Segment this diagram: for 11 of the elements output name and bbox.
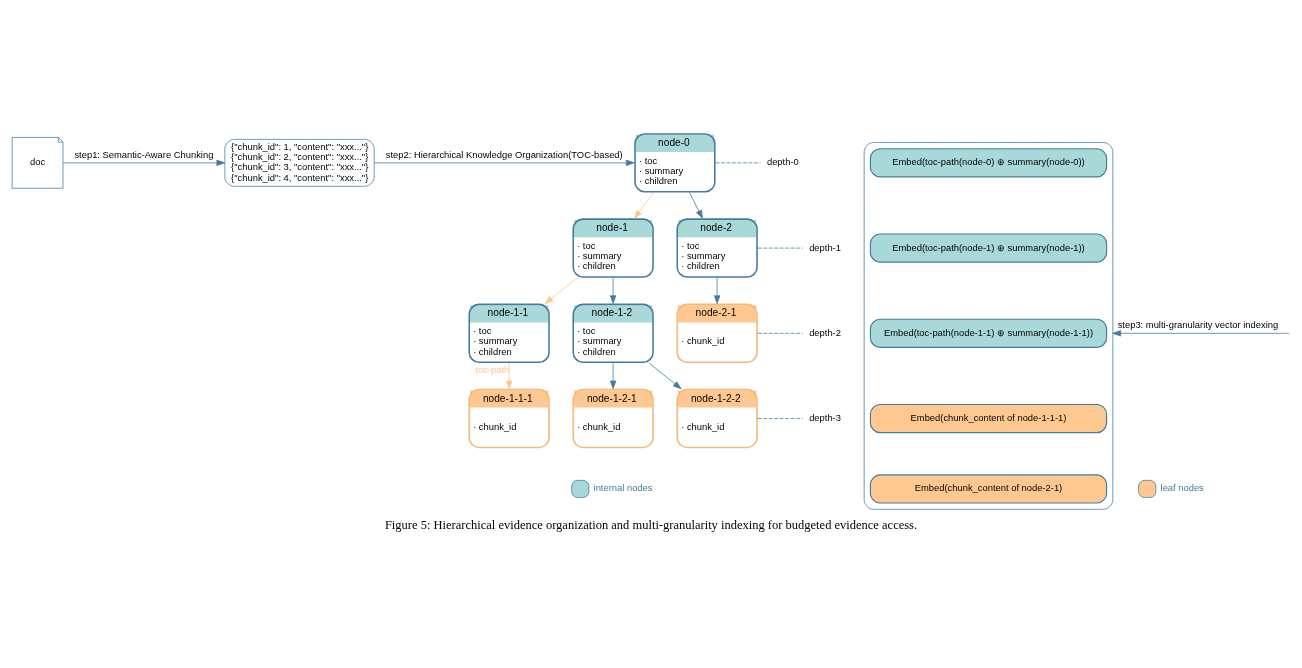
node-text: depth-3: [809, 412, 841, 423]
node-text: depth-1: [809, 242, 841, 253]
edge-label: step2: Hierarchical Knowledge Organization(TOC-based): [385, 149, 623, 160]
edge-label: step1: Semantic-Aware Chunking: [74, 149, 214, 160]
caption: Figure 5: Hierarchical evidence organization and multi-granularity indexing for budgeted evidence access.: [384, 517, 918, 532]
legend-label: internal nodes: [593, 482, 653, 493]
node-text: depth-2: [809, 327, 841, 338]
edge-label: toc-path: [475, 364, 510, 375]
legend-label: leaf nodes: [1160, 482, 1204, 493]
edge-label: step3: multi-granularity vector indexing: [1117, 319, 1279, 330]
node-text: depth-0: [766, 156, 799, 167]
